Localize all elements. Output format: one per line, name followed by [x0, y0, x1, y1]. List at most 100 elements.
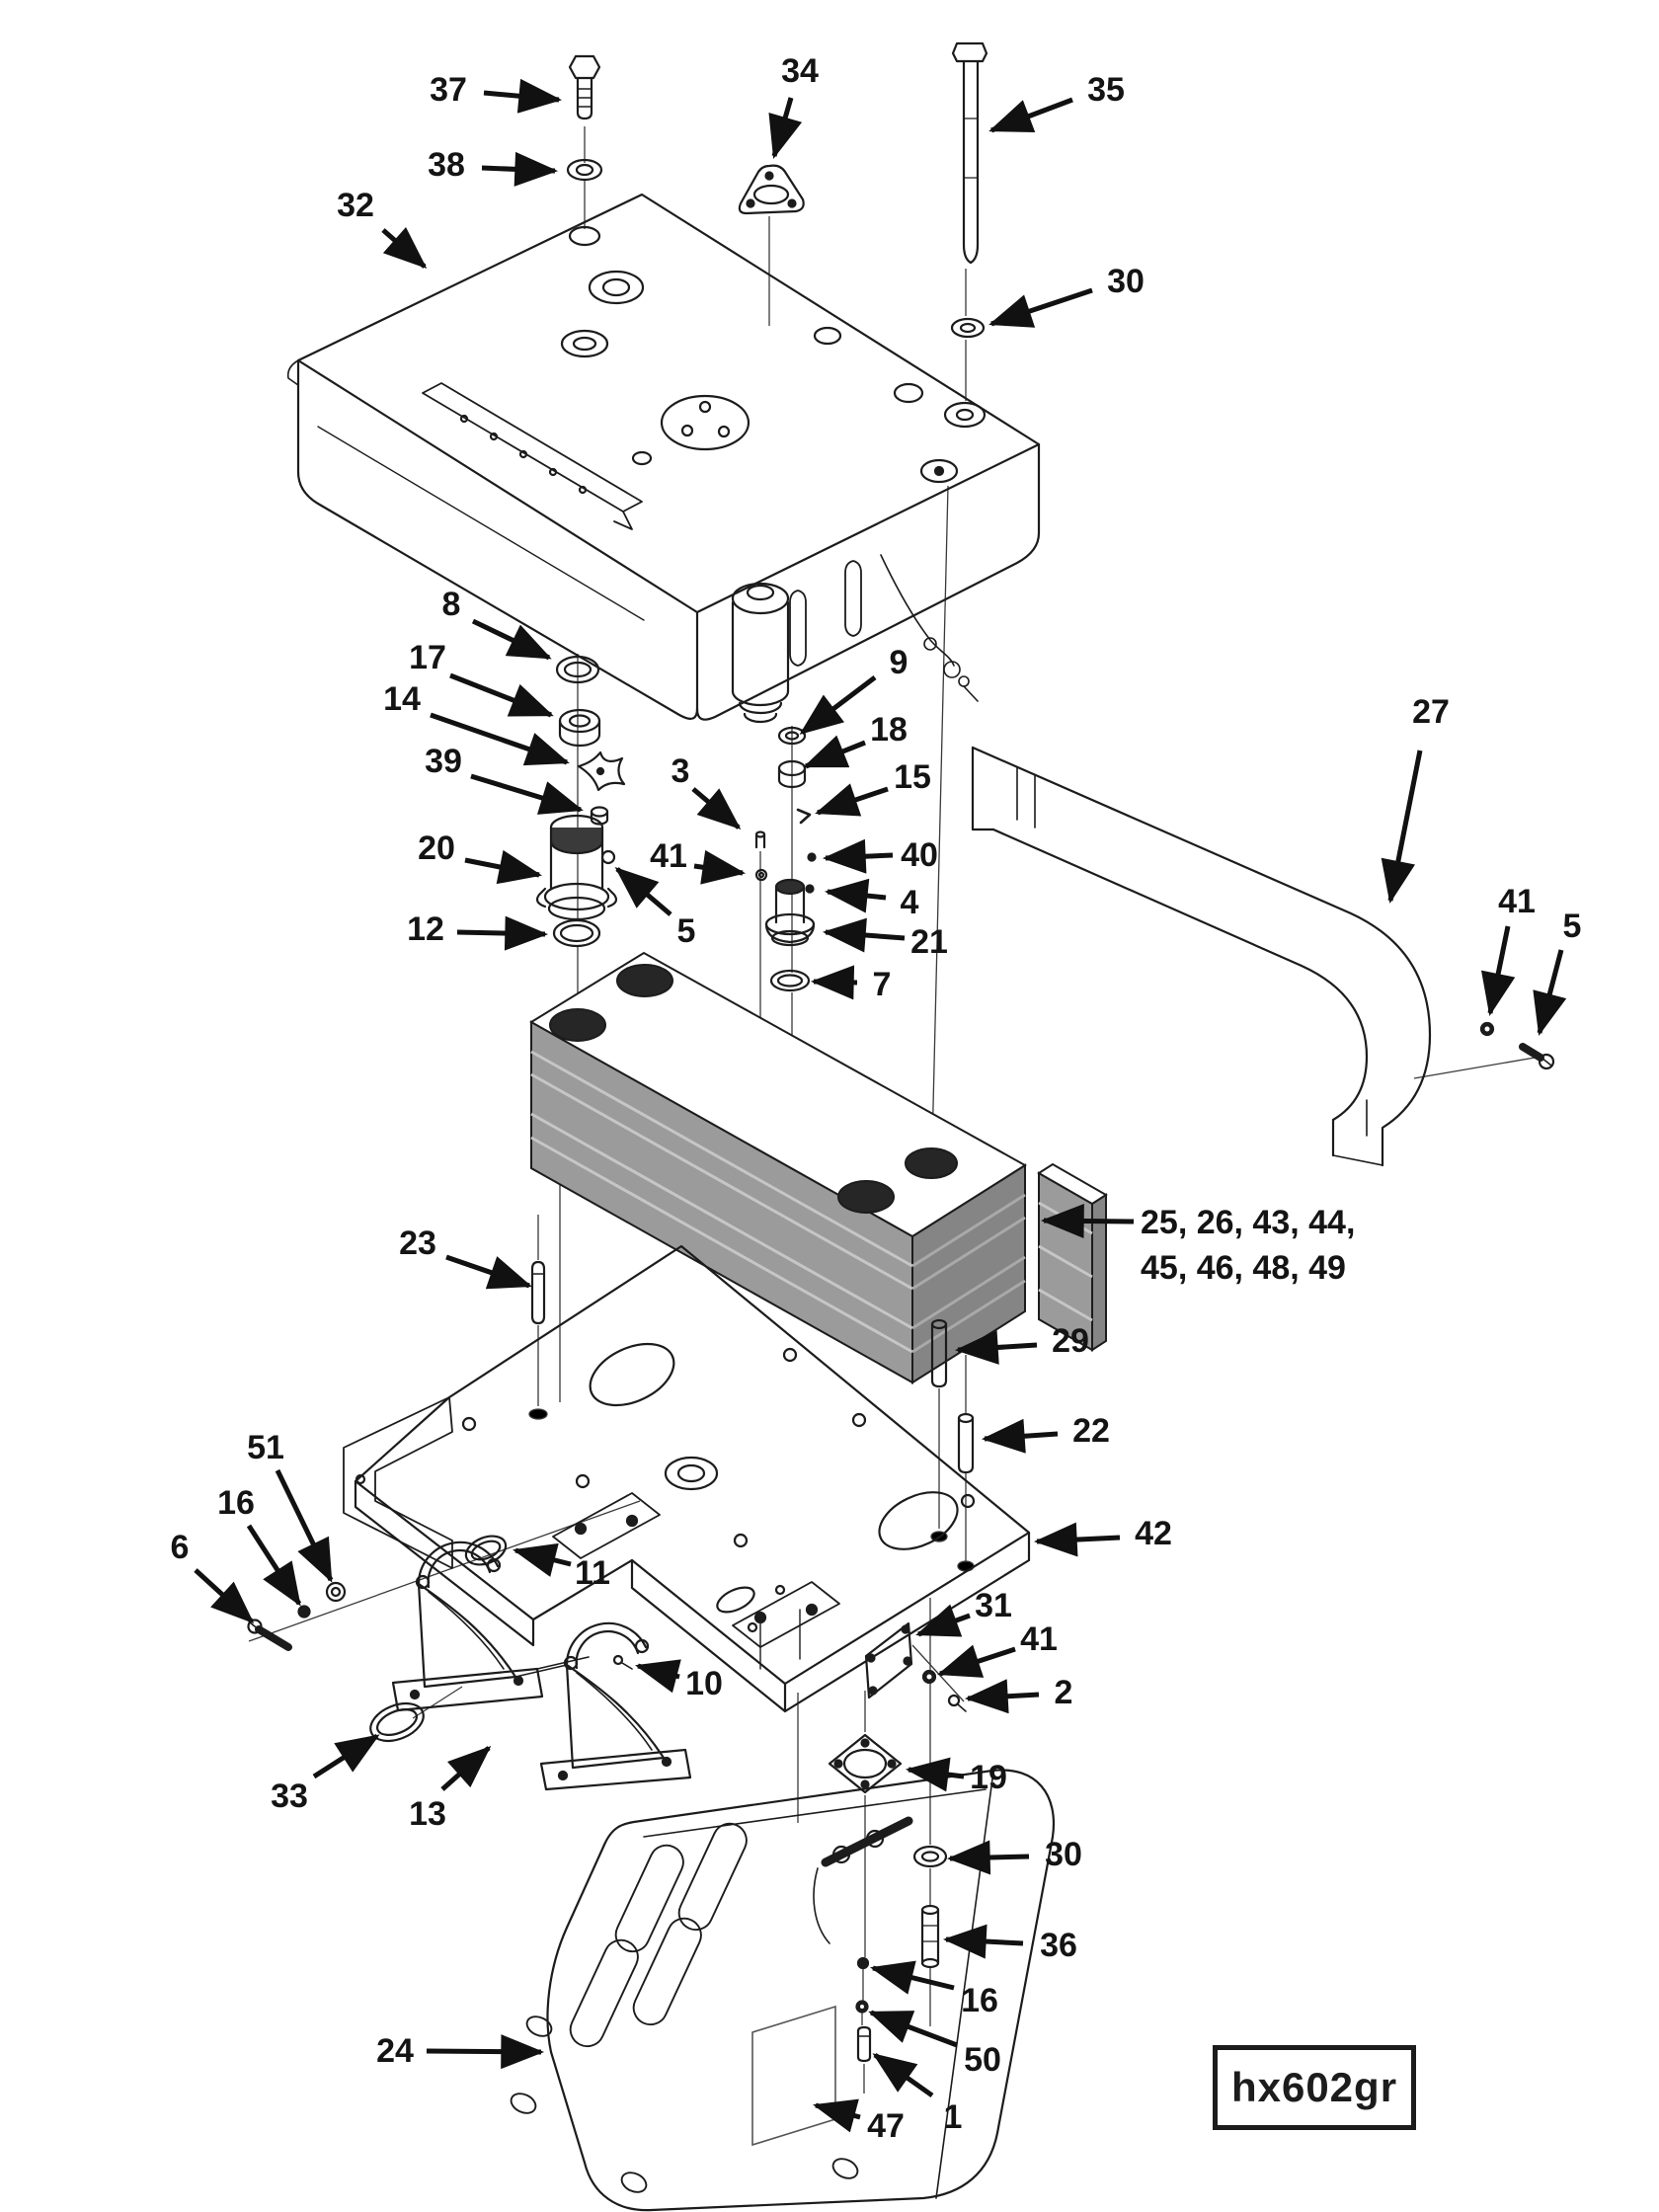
callout-24-label: 24	[376, 2032, 414, 2070]
callout-42-label: 42	[1135, 1515, 1172, 1552]
callout-41-lower-arrow	[937, 1644, 1016, 1678]
callout-10: 10	[635, 1659, 723, 1702]
callout-35-arrow	[988, 97, 1073, 133]
callout-10-arrow	[635, 1659, 681, 1694]
part-5-screw-right	[1519, 1043, 1555, 1070]
part-31-cover-plate	[864, 1621, 913, 1699]
callout-16-left-label: 16	[217, 1484, 255, 1522]
callout-13-arrow	[440, 1745, 492, 1791]
callout-12-label: 12	[407, 910, 444, 948]
part-32-fuel-tank	[286, 193, 1041, 724]
callout-1-label: 1	[944, 2098, 963, 2136]
callout-39: 39	[425, 743, 584, 815]
callout-27-label: 27	[1412, 693, 1450, 731]
callout-2-arrow	[964, 1679, 1040, 1714]
leader-lines	[248, 126, 1541, 2094]
figure-code-box: hx602gr	[1213, 2045, 1416, 2130]
callout-30-upper-label: 30	[1107, 263, 1145, 300]
part-2-screw	[947, 1694, 967, 1712]
part-33-oring	[369, 1701, 425, 1743]
callout-plate-stack: 25, 26, 43, 44,45, 46, 48, 49	[1040, 1203, 1355, 1287]
callout-8: 8	[442, 586, 552, 661]
callout-16-left-arrow	[246, 1524, 302, 1607]
callout-41-right-label: 41	[1498, 883, 1536, 920]
callout-5-right: 5	[1533, 908, 1582, 1036]
part-8-seal-ring	[555, 655, 600, 684]
part-4-ball	[805, 884, 815, 894]
callout-29-label: 29	[1052, 1322, 1089, 1360]
callout-4-arrow	[824, 878, 887, 913]
callout-plate-stack-label: 25, 26, 43, 44,45, 46, 48, 49	[1141, 1204, 1355, 1287]
part-42-mounting-frame	[343, 1244, 1031, 1713]
callout-23-label: 23	[399, 1224, 436, 1262]
callout-5-mid: 5	[614, 867, 695, 950]
callout-41-mid-arrow	[693, 849, 747, 885]
callout-36-label: 36	[1040, 1927, 1077, 1964]
callout-13: 13	[409, 1745, 492, 1833]
callout-34-arrow	[768, 97, 803, 159]
callout-17-arrow	[449, 672, 554, 718]
callout-14-arrow	[430, 712, 570, 766]
part-27-cover-bracket	[971, 746, 1432, 1167]
callout-12: 12	[407, 910, 549, 951]
callout-41-right: 41	[1481, 883, 1536, 1017]
callout-37: 37	[430, 71, 563, 114]
callout-33-label: 33	[271, 1778, 308, 1815]
part-36-bolt	[920, 1904, 940, 1969]
part-37-bolt	[568, 54, 601, 120]
callout-33-arrow	[312, 1733, 380, 1779]
callout-22: 22	[981, 1412, 1110, 1454]
callout-42: 42	[1033, 1515, 1172, 1557]
part-12-oring	[552, 918, 601, 948]
callout-31-label: 31	[975, 1587, 1012, 1624]
callout-30-upper-arrow	[988, 287, 1093, 328]
callout-21-arrow	[822, 917, 906, 953]
callout-22-label: 22	[1072, 1412, 1110, 1450]
callout-11-label: 11	[575, 1554, 610, 1592]
callout-8-label: 8	[442, 586, 461, 623]
callout-41-lower: 41	[937, 1620, 1058, 1678]
part-34-clamp-plate	[738, 164, 805, 215]
part-30-washer-lower	[912, 1845, 948, 1868]
callout-3-label: 3	[672, 752, 690, 790]
callout-13-label: 13	[409, 1795, 446, 1833]
callout-29-arrow	[954, 1329, 1038, 1365]
callout-6-arrow	[194, 1568, 255, 1624]
callout-5-right-arrow	[1533, 949, 1567, 1036]
callout-30-lower: 30	[946, 1836, 1082, 1875]
callout-18-arrow	[803, 735, 866, 769]
part-3-pin	[754, 830, 766, 849]
part-18-bushing	[777, 759, 807, 789]
callout-40-label: 40	[901, 836, 938, 874]
callout-47-arrow	[813, 2098, 861, 2133]
callout-37-arrow	[483, 78, 563, 114]
part-41-nut-mid	[754, 868, 768, 882]
callout-17: 17	[409, 639, 554, 718]
callout-23-arrow	[445, 1254, 532, 1290]
part-19-gasket	[828, 1733, 903, 1794]
callout-6-label: 6	[171, 1529, 190, 1566]
callout-50-arrow	[868, 2010, 958, 2048]
callout-8-arrow	[471, 618, 552, 661]
callout-36-arrow	[942, 1924, 1024, 1959]
part-21-valve-fitting	[764, 878, 816, 947]
callout-51-label: 51	[247, 1429, 284, 1466]
part-23-pin	[530, 1260, 546, 1325]
part-25-plate-stack	[529, 951, 1108, 1384]
callout-29: 29	[954, 1322, 1089, 1365]
callout-5-right-label: 5	[1563, 908, 1582, 945]
callout-37-label: 37	[430, 71, 467, 109]
callout-18: 18	[803, 711, 908, 769]
callout-20-label: 20	[418, 830, 455, 867]
part-39-bushing	[590, 806, 609, 826]
callout-5-mid-arrow	[614, 867, 672, 916]
callout-41-lower-label: 41	[1020, 1620, 1058, 1658]
callout-40: 40	[822, 836, 938, 874]
callout-51: 51	[247, 1429, 334, 1583]
callout-9: 9	[799, 644, 908, 735]
part-13-support-brackets	[391, 1540, 692, 1791]
callout-34: 34	[768, 52, 819, 159]
callout-6: 6	[171, 1529, 255, 1624]
